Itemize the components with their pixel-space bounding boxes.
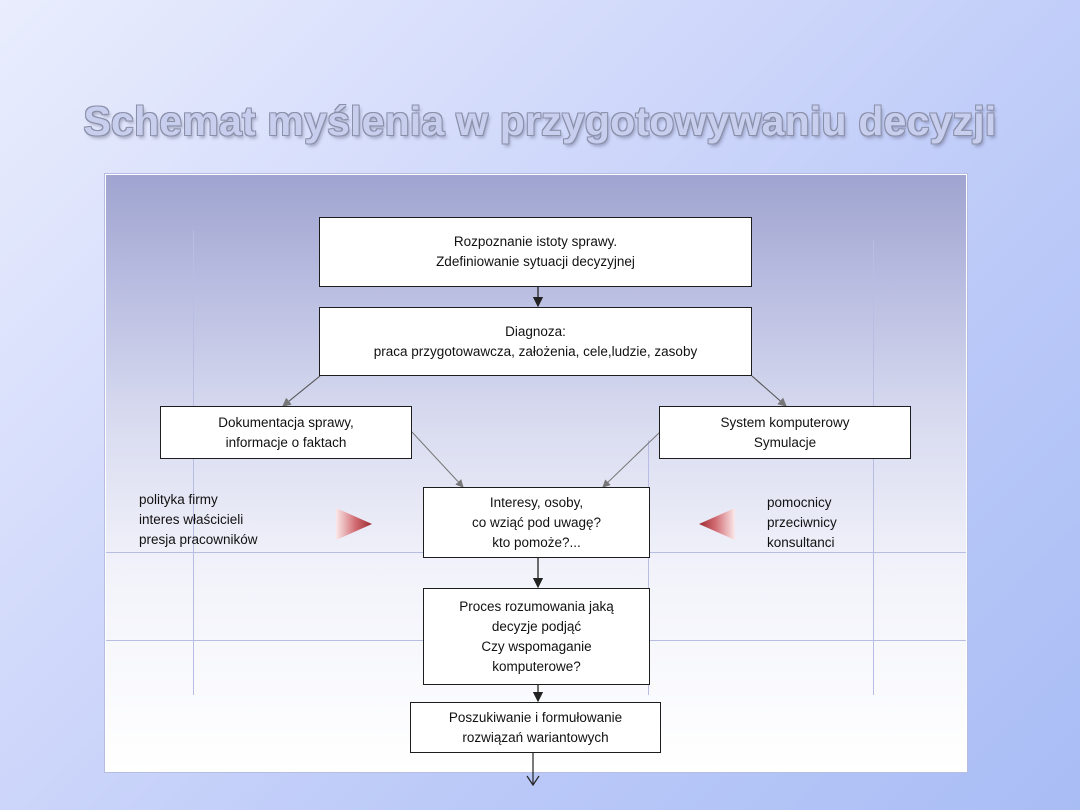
node-text: Czy wspomaganie [481, 638, 592, 654]
node-documentation: Dokumentacja sprawy, informacje o faktac… [160, 406, 412, 459]
node-text: Poszukiwanie i formułowanie [448, 709, 623, 725]
right-factors-list: pomocnicy przeciwnicy konsultanci [767, 493, 837, 553]
node-solutions: Poszukiwanie i formułowanie rozwiązań wa… [410, 702, 661, 753]
list-item: przeciwnicy [767, 515, 837, 530]
grid-line [648, 440, 649, 695]
node-diagnosis: Diagnoza: praca przygotowawcza, założeni… [319, 307, 752, 376]
grid-line [193, 230, 194, 695]
node-text: praca przygotowawcza, założenia, cele,lu… [373, 343, 698, 359]
node-text: Zdefiniowanie sytuacji decyzyjnej [436, 254, 635, 269]
list-item: interes właścicieli [139, 512, 244, 527]
node-text: Diagnoza: [505, 323, 566, 339]
node-text: komputerowe? [492, 658, 581, 674]
node-text: decyzje podjąć [491, 618, 582, 634]
node-recognition: Rozpoznanie istoty sprawy. Zdefiniowanie… [319, 217, 752, 287]
node-text: kto pomoże?... [492, 534, 581, 550]
node-text: Dokumentacja sprawy, [218, 414, 354, 430]
node-text: Interesy, osoby, [489, 494, 584, 510]
page-title: Schemat myślenia w przygotowywaniu decyz… [83, 98, 997, 144]
list-item: pomocnicy [767, 495, 832, 510]
node-text: Rozpoznanie istoty sprawy. [453, 234, 618, 249]
list-item: presja pracowników [139, 532, 258, 547]
node-text: Symulacje [753, 434, 817, 450]
node-interests: Interesy, osoby, co wziąć pod uwagę? kto… [423, 487, 650, 558]
node-text: System komputerowy [720, 414, 850, 430]
right-pointer-icon [336, 508, 372, 540]
left-pointer-icon [699, 508, 735, 540]
grid-line [873, 240, 874, 695]
list-item: polityka firmy [139, 492, 218, 507]
node-text: Proces rozumowania jaką [459, 598, 614, 614]
left-factors-list: polityka firmy interes właścicieli presj… [139, 490, 258, 550]
node-text: informacje o faktach [225, 434, 347, 450]
node-text: rozwiązań wariantowych [462, 729, 609, 745]
list-item: konsultanci [767, 535, 835, 550]
node-computer-system: System komputerowy Symulacje [659, 406, 911, 459]
node-text: co wziąć pod uwagę? [471, 514, 602, 530]
node-reasoning: Proces rozumowania jaką decyzje podjąć C… [423, 588, 650, 685]
